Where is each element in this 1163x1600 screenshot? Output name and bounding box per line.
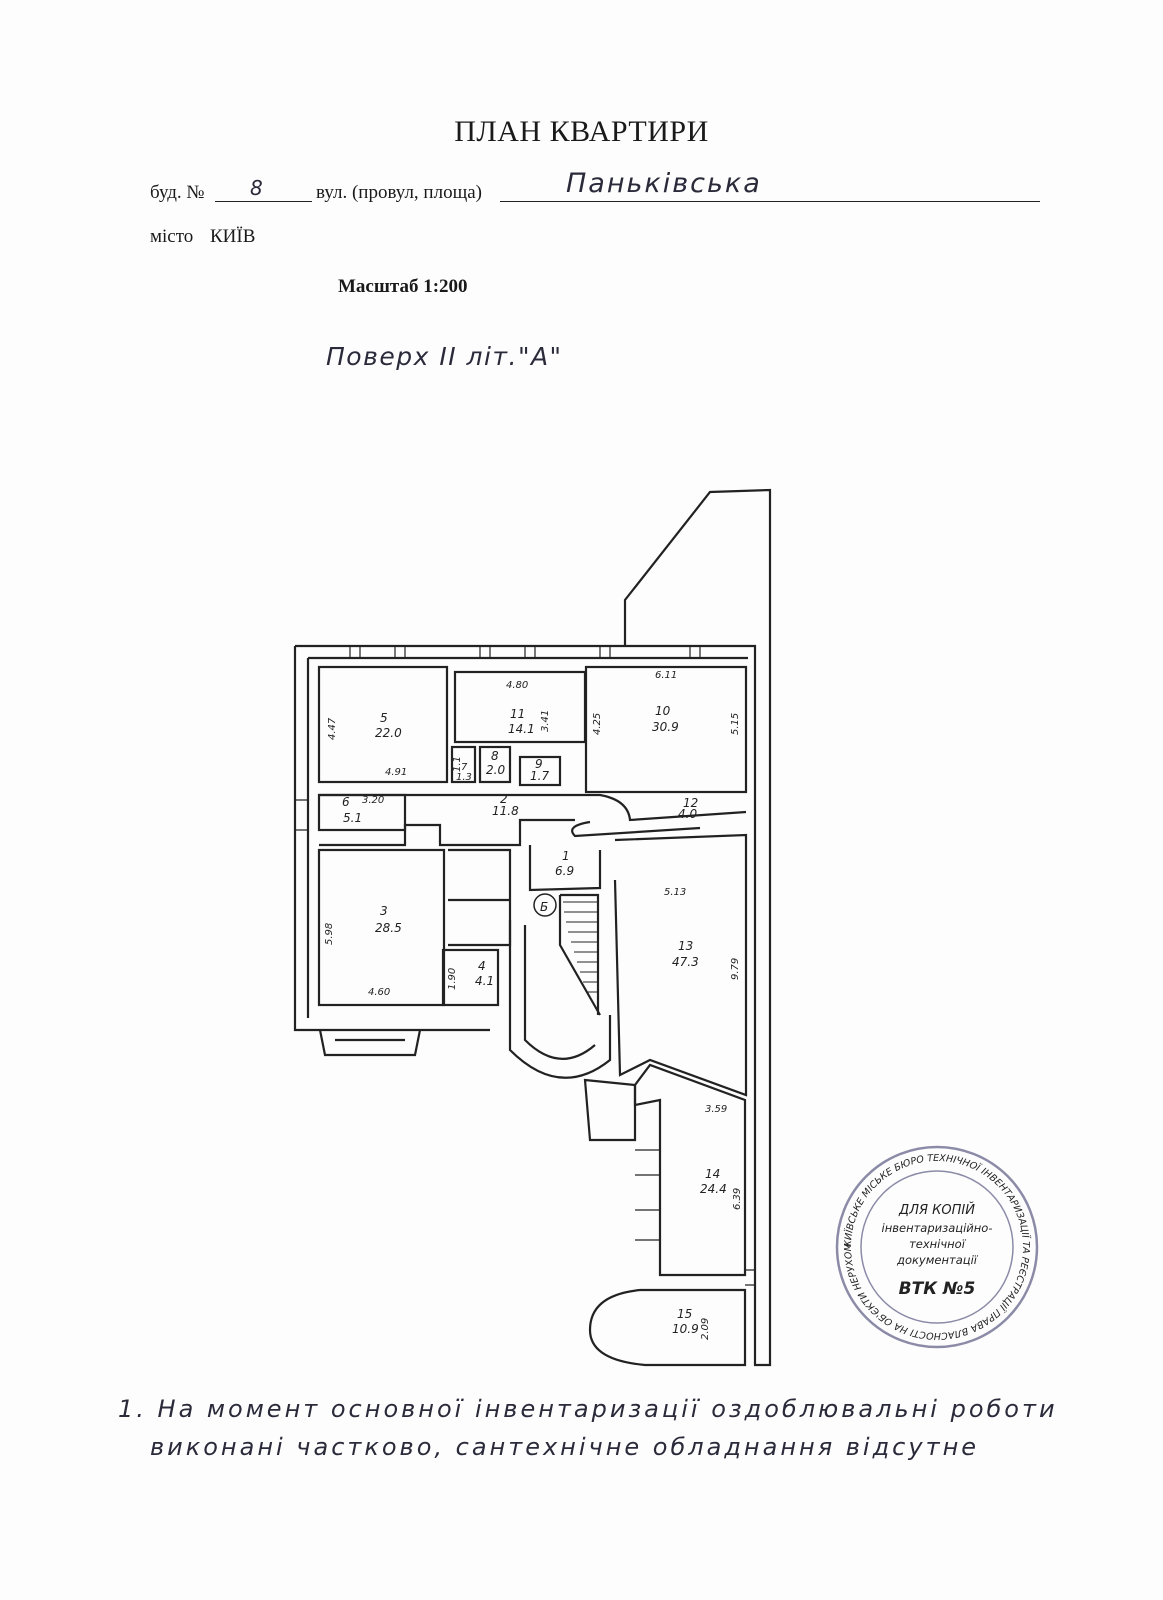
dimension: 1.1 bbox=[452, 756, 463, 772]
street-underline bbox=[500, 201, 1040, 202]
dimension: 3.41 bbox=[540, 710, 551, 732]
stamp-line: документації bbox=[896, 1253, 979, 1267]
room-area: 6.9 bbox=[555, 864, 574, 878]
dimension: 4.91 bbox=[385, 767, 407, 778]
handwritten-note-line-2: виконані частково, сантехнічне обладнанн… bbox=[150, 1433, 980, 1461]
dimension: 5.15 bbox=[730, 713, 741, 735]
room-area: 4.0 bbox=[678, 807, 697, 821]
room-number: 8 bbox=[491, 749, 499, 763]
dimension: 4.25 bbox=[592, 713, 603, 735]
room-area: 14.1 bbox=[508, 722, 535, 736]
stair-marker-circle bbox=[533, 893, 557, 917]
room-number: 6 bbox=[342, 795, 350, 809]
dimension: 1.90 bbox=[447, 968, 458, 990]
room-number: 4 bbox=[478, 959, 486, 973]
dimension: 3.59 bbox=[705, 1104, 727, 1115]
city-label: місто bbox=[150, 226, 194, 247]
dimension: 5.13 bbox=[664, 887, 686, 898]
room-number: 2 bbox=[500, 792, 508, 806]
room-area: 24.4 bbox=[700, 1182, 727, 1196]
room-number: 3 bbox=[380, 904, 388, 918]
dimension: 4.80 bbox=[506, 680, 528, 691]
stamp-line: інвентаризаційно- bbox=[882, 1221, 993, 1235]
dimension: 4.60 bbox=[368, 987, 390, 998]
room-number: 11 bbox=[510, 707, 525, 721]
room-area: 5.1 bbox=[343, 811, 362, 825]
room-area: 22.0 bbox=[375, 726, 402, 740]
room-number: 15 bbox=[677, 1307, 692, 1321]
building-number-underline bbox=[215, 201, 312, 202]
dimension: 5.98 bbox=[324, 923, 335, 945]
room-number: 13 bbox=[678, 939, 693, 953]
stamp-line: ВТК №5 bbox=[899, 1279, 976, 1299]
room-area: 30.9 bbox=[652, 720, 679, 734]
room-number: 10 bbox=[655, 704, 671, 718]
room-number: 9 bbox=[535, 757, 543, 771]
room-area: 1.3 bbox=[456, 772, 472, 783]
dimension: 6.11 bbox=[655, 670, 677, 681]
scale-label: Масштаб 1:200 bbox=[338, 276, 468, 297]
building-number-value: 8 bbox=[250, 176, 263, 200]
dimension-labels: 4.80 6.11 4.47 3.41 4.25 5.15 4.91 3.20 … bbox=[324, 670, 743, 1340]
room-area: 47.3 bbox=[672, 955, 699, 969]
room-area: 1.7 bbox=[530, 769, 549, 783]
building-number-label: буд. № bbox=[150, 182, 205, 203]
window-marks bbox=[295, 646, 755, 1286]
room-number: 14 bbox=[705, 1167, 720, 1181]
dimension: 9.79 bbox=[730, 958, 741, 980]
room-area: 10.9 bbox=[672, 1322, 699, 1336]
room-area: 4.1 bbox=[475, 974, 494, 988]
room-number: 1 bbox=[562, 849, 570, 863]
plan-walls bbox=[293, 488, 772, 1367]
dimension: 3.20 bbox=[362, 795, 384, 806]
room-area: 2.0 bbox=[486, 763, 505, 777]
room-area: 11.8 bbox=[492, 804, 519, 818]
room-labels: 5 22.0 11 14.1 10 30.9 8 2.0 9 1.7 7 1.3… bbox=[342, 704, 727, 1336]
dimension: 6.39 bbox=[732, 1188, 743, 1210]
room-area: 28.5 bbox=[375, 921, 402, 935]
dimension: 4.47 bbox=[327, 717, 338, 740]
dimension: 2.09 bbox=[700, 1318, 711, 1340]
stamp-line: ДЛЯ КОПІЙ bbox=[898, 1202, 975, 1218]
inventory-stamp: КИЇВСЬКЕ МІСЬКЕ БЮРО ТЕХНІЧНОЇ ІНВЕНТАРИ… bbox=[832, 1142, 1039, 1349]
city-value: КИЇВ bbox=[210, 226, 256, 247]
room-number: 12 bbox=[683, 796, 698, 810]
floor-label: Поверх II літ."А" bbox=[326, 342, 563, 371]
stamp-line: технічної bbox=[909, 1237, 967, 1251]
page-title: ПЛАН КВАРТИРИ bbox=[454, 115, 709, 148]
handwritten-note-line-1: 1. На момент основної інвентаризації озд… bbox=[118, 1395, 1058, 1423]
stair-marker: Б bbox=[540, 900, 548, 914]
street-value: Паньківська bbox=[566, 168, 762, 199]
street-label: вул. (провул, площа) bbox=[316, 182, 482, 203]
stair-treads bbox=[563, 901, 598, 993]
room-number: 5 bbox=[380, 711, 388, 725]
room-number: 7 bbox=[461, 762, 468, 773]
